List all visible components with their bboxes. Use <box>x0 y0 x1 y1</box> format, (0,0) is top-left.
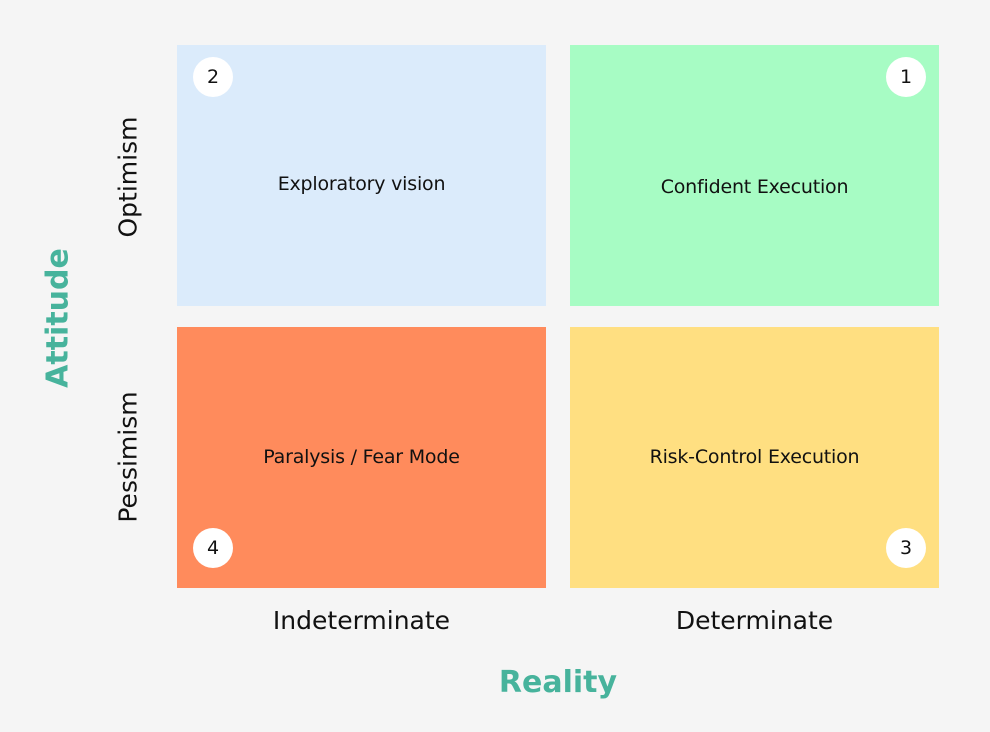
y-axis-title: Attitude <box>40 248 76 388</box>
y-axis-pessimism-label: Pessimism <box>113 391 143 523</box>
quadrant-risk-control-execution: 3 Risk-Control Execution <box>570 327 939 588</box>
x-axis-title: Reality <box>498 665 618 700</box>
quadrant-number-badge: 2 <box>193 57 233 97</box>
quadrant-number-badge: 1 <box>886 57 926 97</box>
x-axis-indeterminate-label: Indeterminate <box>272 606 451 635</box>
quadrant-number-badge: 3 <box>886 528 926 568</box>
quadrant-confident-execution: 1 Confident Execution <box>570 45 939 306</box>
quadrant-exploratory-vision: 2 Exploratory vision <box>177 45 546 306</box>
quadrant-number-badge: 4 <box>193 528 233 568</box>
x-axis-determinate-label: Determinate <box>675 606 834 635</box>
quadrant-label: Exploratory vision <box>277 173 446 195</box>
quadrant-label: Risk-Control Execution <box>649 445 860 468</box>
quadrant-label: Paralysis / Fear Mode <box>263 445 460 468</box>
y-axis-optimism-label: Optimism <box>113 116 143 238</box>
quadrant-label: Confident Execution <box>660 175 849 198</box>
quadrant-paralysis-fear-mode: 4 Paralysis / Fear Mode <box>177 327 546 588</box>
